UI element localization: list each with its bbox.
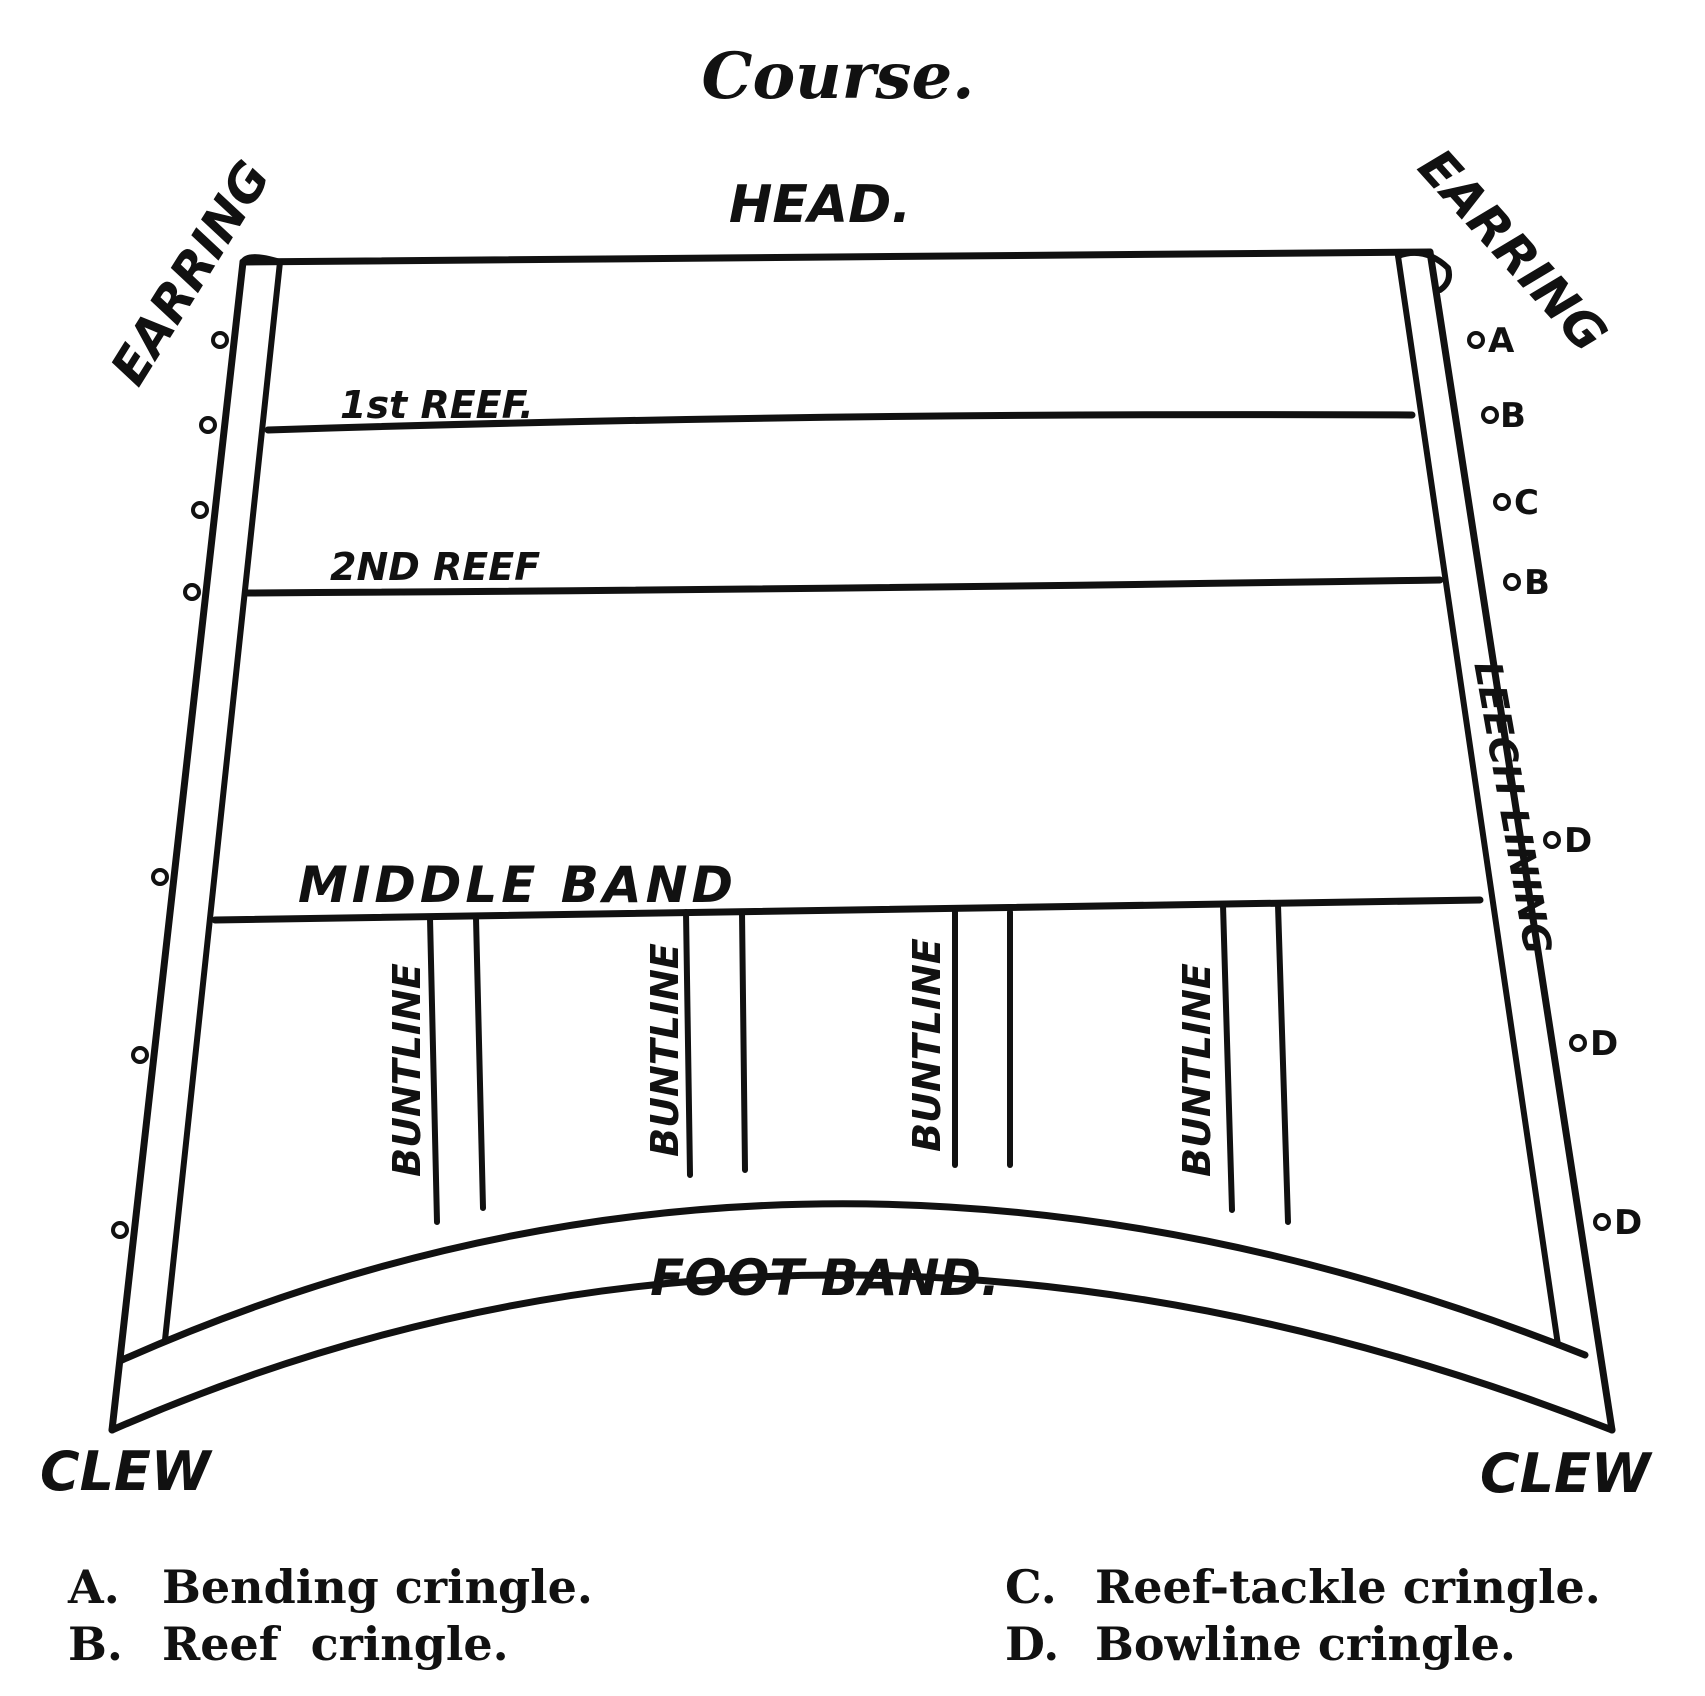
legend-key-d: D. [1005, 1617, 1059, 1671]
second-reef-line [244, 576, 1444, 597]
buntline-label-4: BUNTLINE [1175, 963, 1219, 1177]
first-reef-label: 1st REEF. [340, 383, 534, 427]
clew-label-right: CLEW [1480, 1442, 1653, 1505]
legend-text-d: Bowline cringle. [1095, 1617, 1516, 1671]
sail-head-line [239, 248, 1434, 266]
legend-text-c: Reef-tackle cringle. [1095, 1560, 1601, 1614]
foot-band-upper-arc [118, 1200, 1589, 1364]
left-cringle [191, 501, 209, 519]
buntline-label-1: BUNTLINE [385, 963, 429, 1177]
right-leech-inner [1395, 253, 1561, 1348]
cringle-letter-d-3: D [1614, 1203, 1642, 1243]
legend-key-b: B. [68, 1617, 123, 1671]
middle-band-line [211, 896, 1484, 924]
right-cringle [1481, 406, 1499, 424]
right-cringle [1493, 493, 1511, 511]
right-leech-outer [1426, 248, 1616, 1434]
buntline-strip-4-right [1275, 902, 1291, 1225]
left-cringle [211, 331, 229, 349]
buntline-strip-2-left [683, 909, 693, 1178]
left-cringle [183, 583, 201, 601]
legend-text-b: Reef cringle. [162, 1617, 509, 1671]
left-cringle [131, 1046, 149, 1064]
right-cringles [1467, 331, 1611, 1231]
right-cringle [1467, 331, 1485, 349]
right-cringle [1593, 1213, 1611, 1231]
cringle-letter-b-lower: B [1524, 563, 1550, 603]
left-cringle [151, 868, 169, 886]
legend: A. Bending cringle. B. Reef cringle. C. … [67, 1560, 1601, 1671]
buntline-strips [427, 902, 1291, 1225]
buntline-strip-2-right [739, 909, 748, 1173]
right-cringle [1569, 1034, 1587, 1052]
clew-label-left: CLEW [40, 1440, 213, 1503]
buntline-strip-4-left [1220, 902, 1235, 1213]
left-cringles [111, 331, 229, 1239]
left-cringle [199, 416, 217, 434]
cringle-letter-a: A [1488, 321, 1515, 361]
buntline-strip-1-left [427, 915, 440, 1225]
buntline-label-2: BUNTLINE [643, 943, 687, 1157]
first-reef-line [264, 411, 1416, 434]
buntline-label-3: BUNTLINE [905, 938, 949, 1152]
second-reef-label: 2ND REEF [330, 545, 540, 589]
cringle-letter-d-2: D [1590, 1024, 1618, 1064]
left-cringle [111, 1221, 129, 1239]
earring-label-left: EARRING [99, 151, 281, 395]
right-earring-cap [1395, 250, 1452, 293]
cringle-letter-c: C [1514, 483, 1539, 523]
foot-band-label: FOOT BAND. [650, 1249, 1000, 1307]
left-leech-inner [162, 259, 283, 1343]
head-label: HEAD. [729, 175, 911, 235]
foot-band-lower-arc [108, 1271, 1616, 1434]
cringle-letter-b-upper: B [1500, 396, 1526, 436]
cringle-letter-d-1: D [1564, 821, 1592, 861]
right-cringle [1503, 573, 1521, 591]
diagram-title: Course. [702, 39, 975, 114]
legend-text-a: Bending cringle. [162, 1560, 593, 1614]
legend-key-a: A. [67, 1560, 120, 1614]
left-leech-outer [108, 258, 247, 1434]
legend-key-c: C. [1005, 1560, 1057, 1614]
left-earring-cap [240, 254, 283, 265]
buntline-strip-1-right [473, 915, 486, 1211]
right-cringle [1543, 831, 1561, 849]
middle-band-label: MIDDLE BAND [298, 856, 737, 914]
